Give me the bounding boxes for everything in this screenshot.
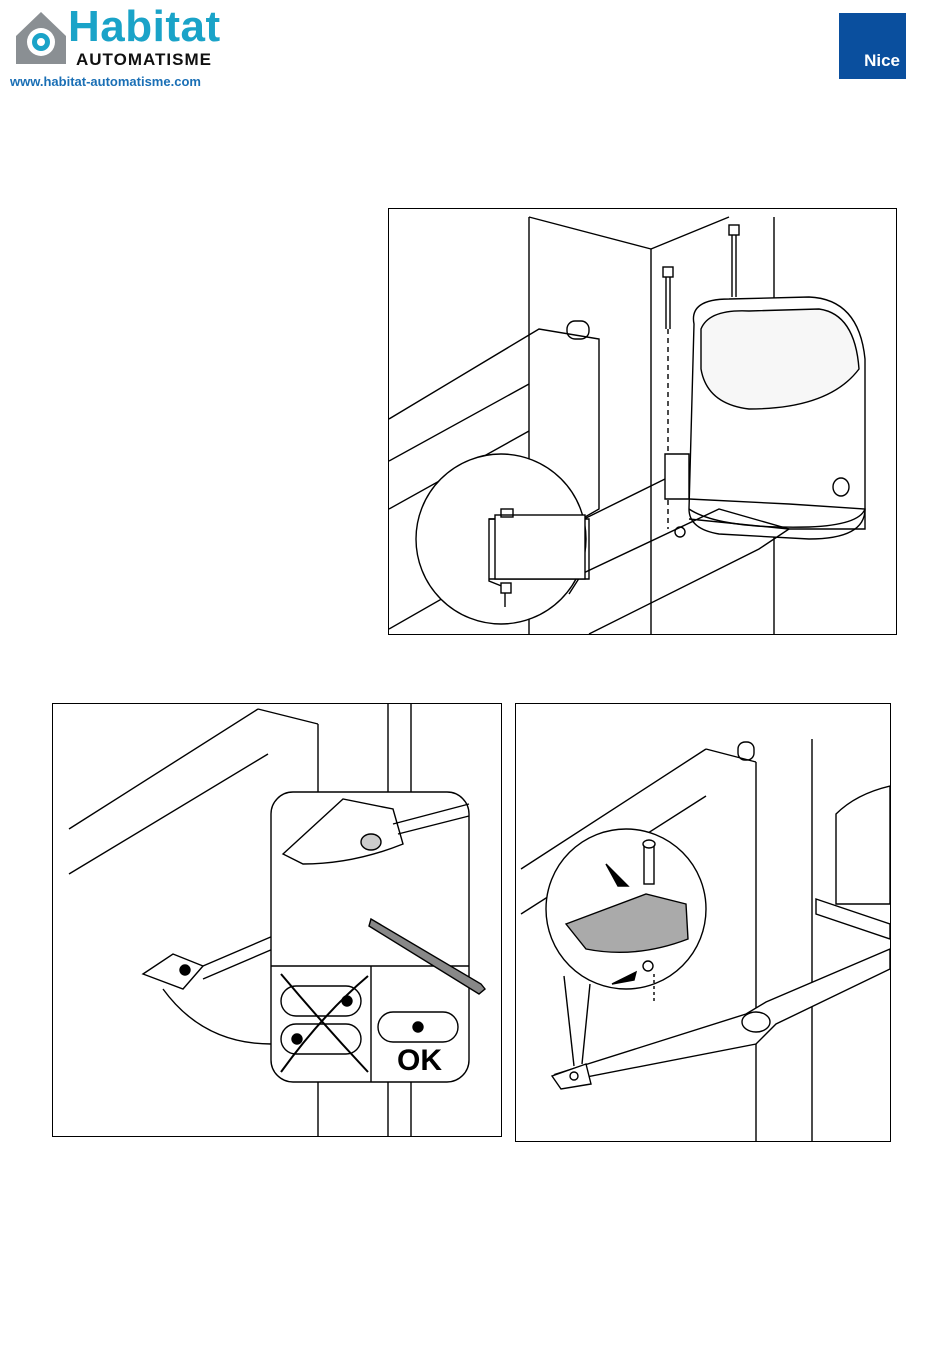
brand-url[interactable]: www.habitat-automatisme.com	[10, 74, 201, 89]
figure-marking-position: OK	[52, 703, 502, 1137]
figure-motor-mounting	[388, 208, 897, 635]
nice-logo-text: Nice	[864, 51, 900, 71]
nice-logo: Nice	[839, 13, 906, 79]
brand-title: Habitat	[68, 2, 221, 52]
bolt-left-icon	[663, 267, 673, 329]
bolt-right-icon	[729, 225, 739, 297]
brand-subtitle: AUTOMATISME	[76, 50, 212, 70]
figure-pin-insertion	[515, 703, 891, 1142]
ok-label: OK	[397, 1044, 442, 1078]
house-gear-icon	[10, 6, 72, 68]
